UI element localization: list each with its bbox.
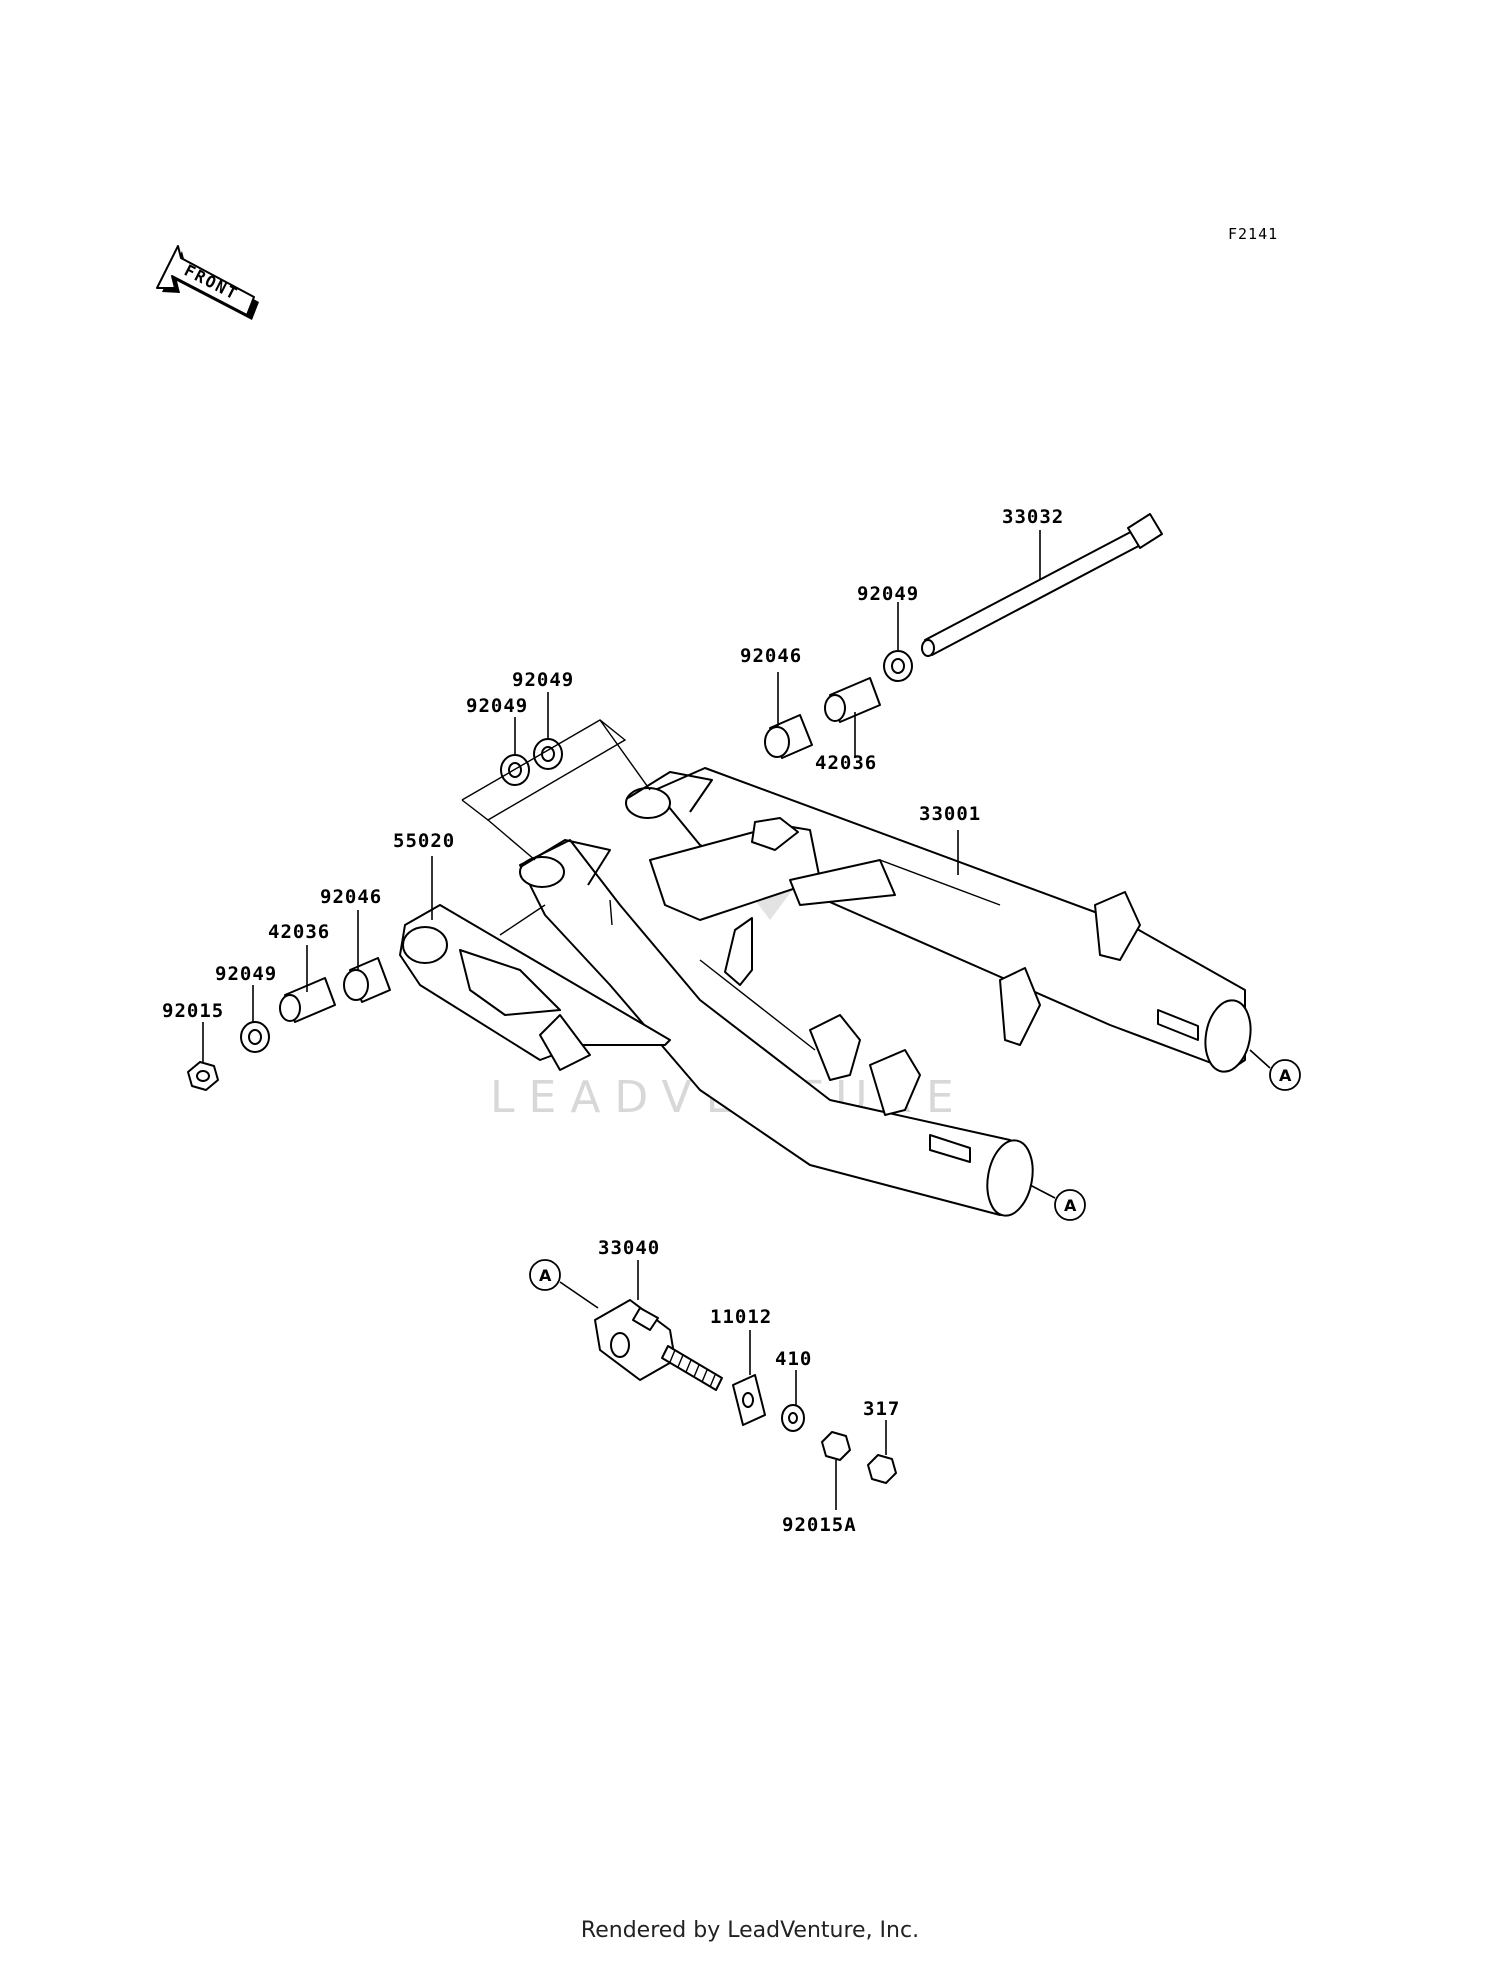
diagram-code: F2141 [1228, 225, 1278, 243]
footer-credit: Rendered by LeadVenture, Inc. [580, 1918, 920, 1943]
collar-92049-top [883, 650, 913, 682]
part-label-42036-left: 42036 [268, 921, 330, 943]
part-label-92049-left: 92049 [215, 963, 277, 985]
svg-text:A: A [539, 1266, 552, 1285]
bearing-92046-top [764, 714, 813, 759]
part-label-92046-left: 92046 [320, 886, 382, 908]
part-label-92046-top: 92046 [740, 645, 802, 667]
nut-92015 [187, 1061, 219, 1091]
part-label-42036-top: 42036 [815, 752, 877, 774]
ref-marker-a-1: A [1249, 1049, 1301, 1091]
adjuster-plate-11012 [732, 1374, 766, 1426]
ref-marker-a-2: A [1029, 1184, 1086, 1221]
part-label-92049-top: 92049 [857, 583, 919, 605]
part-label-92015A: 92015A [782, 1514, 857, 1536]
nut-317 [867, 1454, 897, 1484]
svg-text:A: A [1064, 1196, 1077, 1215]
sleeve-42036-top [824, 677, 881, 723]
front-arrow-icon: FRONT [156, 245, 259, 320]
part-label-92015: 92015 [162, 1000, 224, 1022]
part-label-410: 410 [775, 1348, 812, 1370]
washer-410 [781, 1404, 805, 1432]
collar-92049-left [240, 1021, 270, 1053]
nut-92015A [821, 1431, 851, 1461]
part-label-33001: 33001 [919, 803, 981, 825]
bearing-92046-left [343, 957, 391, 1003]
part-label-55020: 55020 [393, 830, 455, 852]
part-label-317: 317 [863, 1398, 900, 1420]
ref-marker-a-3: A [529, 1259, 599, 1309]
part-label-92049-b: 92049 [512, 669, 574, 691]
chain-guide [399, 904, 671, 1071]
swingarm-body [519, 767, 1252, 1217]
part-label-11012: 11012 [710, 1306, 772, 1328]
chain-adjuster-33040 [594, 1299, 723, 1391]
part-label-33040: 33040 [598, 1237, 660, 1259]
part-label-33032: 33032 [1002, 506, 1064, 528]
svg-text:A: A [1279, 1066, 1292, 1085]
sleeve-42036-left [279, 977, 336, 1023]
part-label-92049-a: 92049 [466, 695, 528, 717]
pivot-shaft [921, 513, 1163, 657]
collar-92049-b [533, 738, 563, 770]
